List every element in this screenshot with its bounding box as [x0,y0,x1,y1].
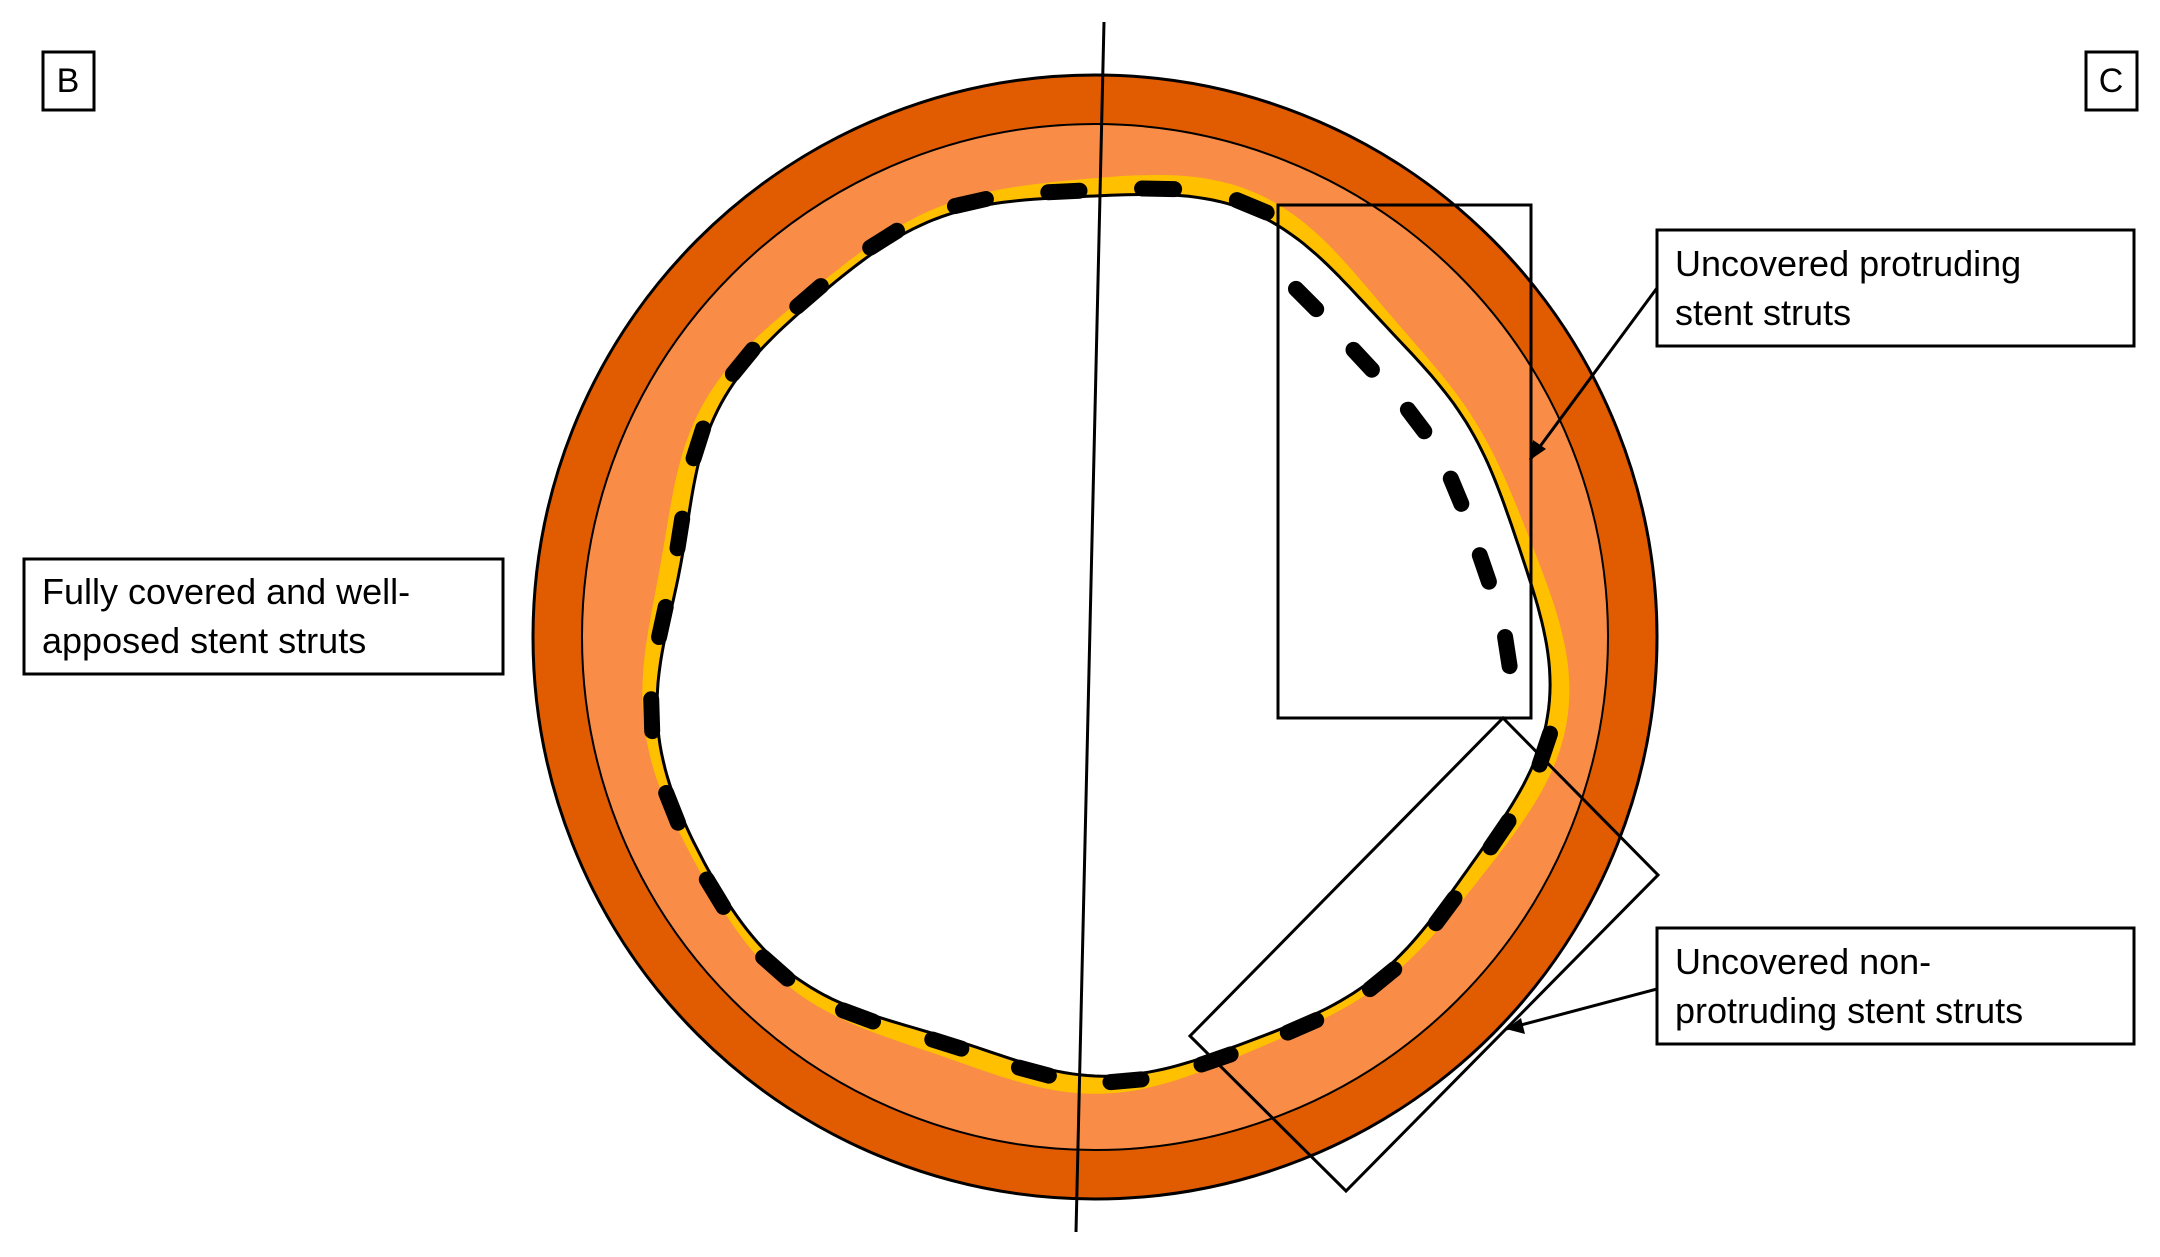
stent-strut [724,341,761,382]
stent-strut [658,785,686,831]
stent-strut [924,1031,970,1057]
panel-label-b-text: B [57,62,80,100]
stent-strut [1471,547,1497,590]
stent-strut [789,278,829,315]
callout-fully-covered-line-2: apposed stent struts [42,620,366,661]
stent-strut [643,691,661,740]
callout-uncovered-protruding-arrowhead [1530,440,1546,460]
vessel-cross-section [531,73,1659,1201]
stent-strut [1040,182,1088,201]
stent-strut [1399,401,1433,440]
stent-strut [1345,341,1380,378]
stent-strut [669,510,691,557]
callout-uncovered-non-protruding-line-1: Uncovered non- [1675,941,1931,982]
stent-strut [651,598,674,645]
stent-strut [1102,1071,1150,1091]
stent-strut [1482,813,1517,856]
stent-strut [1531,725,1558,773]
stent-strut [685,420,712,467]
panel-label-b: B [41,50,96,112]
callout-fully-covered-line-1: Fully covered and well- [42,571,410,612]
stent-strut [698,871,732,915]
stent-strut [947,191,994,215]
protruding-struts-highlight-box [1276,203,1533,720]
callout-uncovered-protruding: Uncovered protruding stent struts [1528,228,2136,461]
callout-uncovered-protruding-arrow [1528,287,1659,461]
stent-strut [1288,280,1325,318]
callout-uncovered-protruding-line-2: stent struts [1675,292,1851,333]
stent-struts [643,180,1558,1091]
stent-strut [1134,180,1183,198]
stent-strut [755,949,796,987]
stent-strut [1193,1046,1239,1073]
stent-strut [1362,961,1403,998]
callout-uncovered-non-protruding-arrow [1505,987,1658,1031]
stent-strut [1497,629,1518,675]
stent-strut [1442,470,1470,512]
callout-uncovered-non-protruding: Uncovered non- protruding stent struts [1505,926,2136,1046]
panel-label-c: C [2084,50,2139,112]
stent-strut [1228,192,1275,221]
callout-uncovered-protruding-line-1: Uncovered protruding [1675,243,2021,284]
stent-strut [1427,890,1463,932]
callout-uncovered-non-protruding-arrowhead [1506,1018,1525,1034]
panel-divider-line [1074,21,1106,1233]
stent-strut [1011,1059,1057,1084]
stent-strut [835,1002,881,1030]
callout-uncovered-non-protruding-line-2: protruding stent struts [1675,990,2023,1031]
panel-label-c-text: C [2099,62,2124,100]
stent-strut [862,222,905,256]
non-protruding-struts-highlight-box [1187,715,1661,1194]
stent-strut [1279,1012,1325,1041]
callout-fully-covered: Fully covered and well- apposed stent st… [22,557,505,676]
